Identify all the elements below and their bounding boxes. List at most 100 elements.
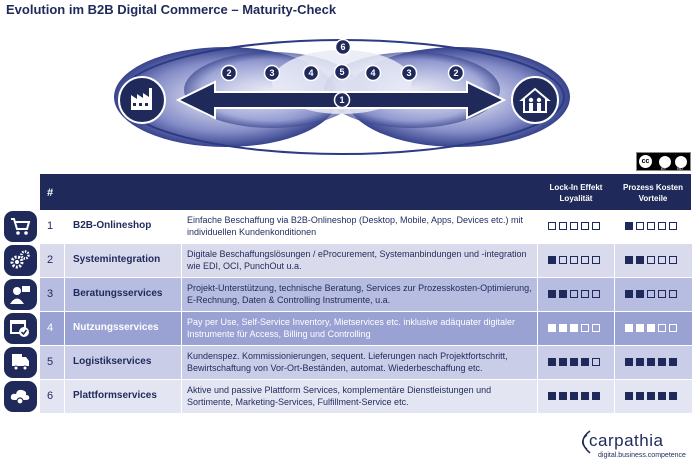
- lockin-square: [581, 256, 589, 264]
- badge-2-right-text: 2: [453, 68, 458, 78]
- row-service-name: Plattformservices: [73, 390, 157, 401]
- by-icon: [659, 156, 671, 168]
- row-desc-cell: Einfache Beschaffung via B2B-Onlineshop …: [181, 210, 538, 243]
- lockin-square: [570, 392, 578, 400]
- prozess-rating: [614, 380, 692, 413]
- prozess-square: [669, 290, 677, 298]
- row-service-name: Beratungsservices: [73, 288, 163, 299]
- consultant-icon: [4, 279, 37, 310]
- badge-2-left: [220, 64, 238, 82]
- prozess-square: [647, 358, 655, 366]
- row-name-cell: B2B-Onlineshop: [64, 210, 182, 243]
- logo-mark-icon: [581, 430, 591, 454]
- lockin-square: [592, 256, 600, 264]
- badge-4-right: [364, 64, 382, 82]
- prozess-square: [669, 222, 677, 230]
- lockin-square: [570, 222, 578, 230]
- cc-license-badge: cc BY ND: [636, 152, 691, 171]
- lockin-square: [559, 222, 567, 230]
- row-description: Einfache Beschaffung via B2B-Onlineshop …: [187, 215, 524, 237]
- row-number: 6: [47, 390, 54, 402]
- prozess-square: [625, 392, 633, 400]
- prozess-square: [647, 392, 655, 400]
- header-prozess: Prozess Kosten Vorteile: [622, 183, 684, 203]
- lockin-square: [548, 324, 556, 332]
- row-number: 1: [47, 220, 54, 232]
- prozess-square: [647, 324, 655, 332]
- carpathia-logo: carpathia digital.business.competence: [572, 425, 692, 465]
- row-name-cell: Logistikservices: [64, 346, 182, 379]
- lockin-square: [592, 392, 600, 400]
- lockin-square: [570, 324, 578, 332]
- lockin-square: [592, 324, 600, 332]
- row-desc-cell: Kundenspez. Kommissionierungen, sequent.…: [181, 346, 538, 379]
- prozess-square: [625, 256, 633, 264]
- lockin-square: [559, 324, 567, 332]
- prozess-rating: [614, 346, 692, 379]
- badge-4-left-text: 4: [308, 68, 313, 78]
- row-name-cell: Plattformservices: [64, 380, 182, 413]
- row-number-cell: 3: [40, 278, 64, 311]
- badge-6-text: 6: [340, 42, 345, 52]
- badge-4-left: [302, 64, 320, 82]
- badge-4-right-text: 4: [370, 68, 375, 78]
- row-description: Projekt-Unterstützung, technische Beratu…: [187, 283, 532, 305]
- lockin-square: [548, 392, 556, 400]
- prozess-square: [636, 256, 644, 264]
- lockin-square: [570, 358, 578, 366]
- lockin-square: [581, 290, 589, 298]
- prozess-square: [658, 290, 666, 298]
- row-number: 2: [47, 254, 54, 266]
- gears-icon: [4, 245, 37, 276]
- cc-icon: cc: [639, 155, 652, 168]
- row-name-cell: Nutzungsservices: [64, 312, 182, 345]
- page-title: Evolution im B2B Digital Commerce – Matu…: [6, 2, 337, 17]
- lockin-square: [570, 256, 578, 264]
- row-desc-cell: Projekt-Unterstützung, technische Beratu…: [181, 278, 538, 311]
- logo-tagline: digital.business.competence: [598, 452, 686, 459]
- prozess-square: [669, 358, 677, 366]
- lockin-rating: [537, 278, 615, 311]
- row-number-cell: 2: [40, 244, 64, 277]
- prozess-square: [625, 358, 633, 366]
- badge-1-text: 1: [339, 95, 344, 105]
- lockin-square: [548, 222, 556, 230]
- table-row: 3 Beratungsservices Projekt-Unterstützung,…: [40, 278, 692, 311]
- factory-icon: [118, 76, 166, 124]
- lockin-square: [581, 358, 589, 366]
- prozess-square: [625, 222, 633, 230]
- row-name-cell: Systemintegration: [64, 244, 182, 277]
- row-desc-cell: Pay per Use, Self-Service Inventory, Mie…: [181, 312, 538, 345]
- prozess-square: [636, 392, 644, 400]
- badge-6: [334, 38, 352, 56]
- prozess-square: [636, 290, 644, 298]
- prozess-square: [658, 392, 666, 400]
- cart-icon: [4, 211, 37, 242]
- row-description: Kundenspez. Kommissionierungen, sequent.…: [187, 351, 508, 373]
- nd-label: ND: [677, 166, 683, 171]
- badge-5: [333, 63, 351, 81]
- lockin-square: [548, 358, 556, 366]
- lockin-square: [592, 290, 600, 298]
- row-number-cell: 6: [40, 380, 64, 413]
- row-name-cell: Beratungsservices: [64, 278, 182, 311]
- lockin-rating: [537, 244, 615, 277]
- lockin-rating: [537, 380, 615, 413]
- row-number-cell: 4: [40, 312, 64, 345]
- cloud-icon: [4, 381, 37, 412]
- home-people-icon: [511, 76, 559, 124]
- nd-icon: [675, 156, 687, 168]
- lockin-square: [559, 256, 567, 264]
- row-number-cell: 1: [40, 210, 64, 243]
- prozess-square: [658, 222, 666, 230]
- prozess-square: [658, 324, 666, 332]
- lockin-square: [581, 324, 589, 332]
- lockin-square: [559, 392, 567, 400]
- badge-2-left-text: 2: [226, 68, 231, 78]
- lockin-square: [592, 358, 600, 366]
- prozess-square: [636, 324, 644, 332]
- prozess-square: [647, 256, 655, 264]
